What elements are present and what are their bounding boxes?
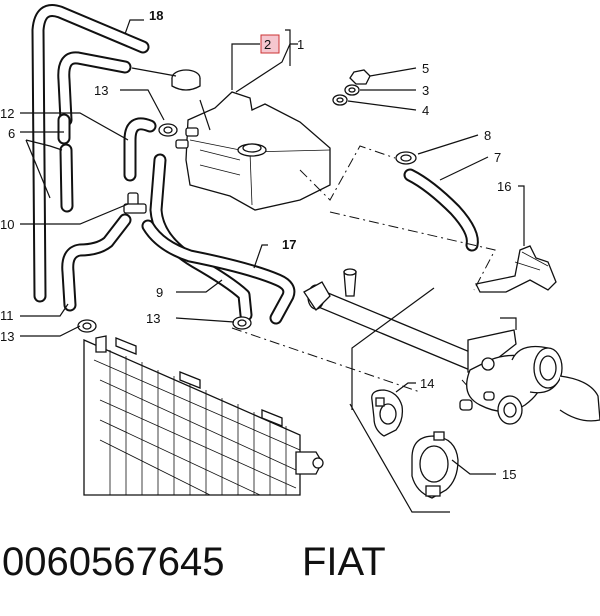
callout-9: 9: [156, 285, 163, 300]
nut-5: [349, 69, 371, 85]
brand-name: FIAT: [302, 540, 386, 584]
hose-12: [123, 117, 157, 182]
filler-cap-2: [171, 69, 201, 91]
bracket-16: [475, 245, 557, 293]
caption: 0060567645 FIAT: [0, 540, 600, 590]
callout-18: 18: [149, 8, 163, 23]
callout-13-top: 13: [94, 83, 108, 98]
callout-7: 7: [494, 150, 501, 165]
callout-15: 15: [502, 467, 516, 482]
callout-14: 14: [420, 376, 434, 391]
leader-lines: [20, 19, 525, 475]
callout-1: 1: [297, 37, 304, 52]
callout-13-low: 13: [0, 329, 14, 344]
tee-connector-10: [123, 192, 147, 214]
callout-5: 5: [422, 61, 429, 76]
callout-2: 2: [264, 37, 271, 52]
hose-18: [31, 4, 150, 303]
clamp-14: [371, 389, 404, 437]
thermostat-housing: [459, 329, 600, 425]
callout-16: 16: [497, 179, 511, 194]
callout-10: 10: [0, 217, 14, 232]
water-pipe: [303, 268, 471, 371]
hose-11: [61, 213, 132, 312]
callout-4: 4: [422, 103, 429, 118]
hose-upper: [57, 51, 132, 127]
callout-11: 11: [0, 308, 14, 323]
callout-2-box: [260, 34, 280, 54]
expansion-tank: [175, 91, 331, 211]
clamp-13-top: [158, 123, 178, 137]
clamp-13-mid: [232, 316, 252, 330]
callout-17: 17: [282, 237, 296, 252]
callout-13-mid: 13: [146, 311, 160, 326]
clamp-13-low: [77, 319, 97, 333]
callout-6: 6: [8, 126, 15, 141]
clamp-15: [411, 431, 459, 499]
hose-7: [403, 168, 479, 252]
washer-4: [332, 94, 348, 106]
washer-3: [344, 84, 360, 96]
clamp-8: [395, 151, 417, 165]
radiator: [83, 335, 324, 496]
callout-12: 12: [0, 106, 14, 121]
callout-3: 3: [422, 83, 429, 98]
callout-labels: 2 1 18 13 12 6 10 11 13 9 17 13 5 3 4 8 …: [0, 8, 516, 482]
hose-6: [57, 113, 74, 213]
part-number: 0060567645: [2, 540, 225, 584]
callout-8: 8: [484, 128, 491, 143]
group-outline: [349, 287, 517, 513]
hose-17: [141, 219, 296, 325]
